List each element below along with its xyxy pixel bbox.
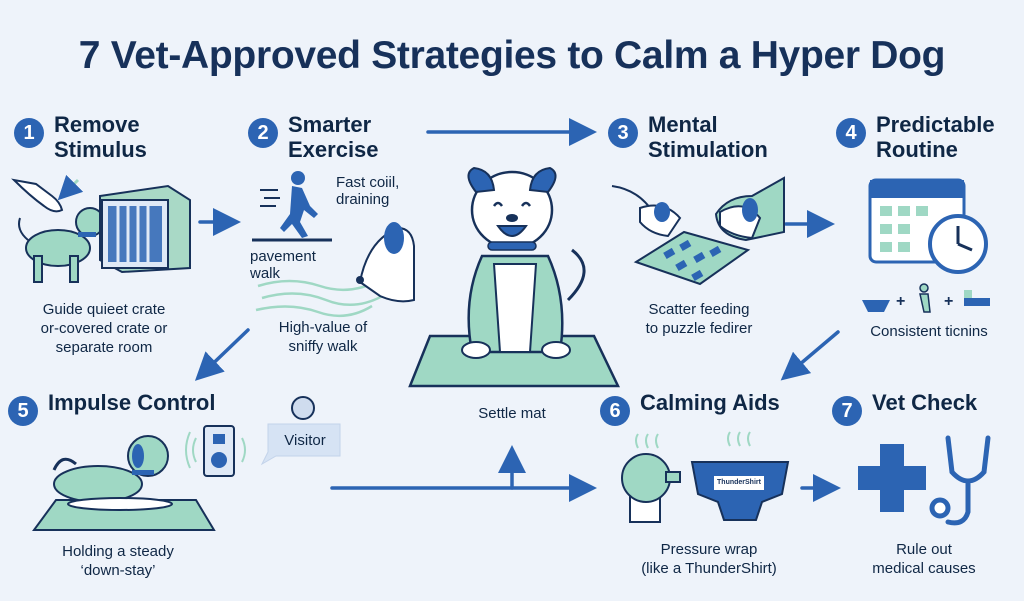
small-arrow-icon	[57, 174, 84, 201]
step-5-badge: 5	[8, 396, 38, 426]
walk-icon	[919, 283, 931, 313]
step-2-header: 2 Smarter Exercise	[248, 112, 379, 162]
step-6-illustration	[621, 431, 790, 523]
step-2-badge: 2	[248, 118, 278, 148]
dog-2-icon	[356, 222, 415, 303]
clock-icon	[928, 214, 988, 274]
step-6-caption: Pressure wrap (like a ThunderShirt)	[641, 541, 777, 577]
step-7-badge: 7	[832, 396, 862, 426]
step-2-caption: High-value of sniffy walk	[278, 319, 368, 355]
step-2-title: Smarter Exercise	[288, 112, 379, 162]
step-2-label-b: pavement walk	[250, 248, 316, 282]
step-4-badge: 4	[836, 118, 866, 148]
step-3-illustration	[611, 176, 785, 286]
scent-lines	[255, 278, 387, 318]
step-2-label-a: Fast coiil, draining	[336, 174, 400, 208]
step-3-badge: 3	[608, 118, 638, 148]
svg-text:+: +	[944, 293, 953, 310]
dog-5-icon	[52, 435, 173, 511]
flow-arrows	[194, 118, 841, 502]
step-5-header: 5 Impulse Control	[8, 390, 215, 426]
svg-text:+: +	[896, 293, 905, 310]
step-1-title: Remove Stimulus	[54, 112, 147, 162]
step-6-title: Calming Aids	[640, 390, 780, 415]
sound-waves-icon	[185, 431, 246, 469]
thundershirt-brand-label: ThunderShirt	[717, 479, 761, 486]
dog-1-icon	[18, 207, 105, 283]
thundershirt-icon	[690, 431, 790, 521]
step-7-illustration	[858, 435, 991, 526]
happy-dog-icon	[461, 166, 586, 359]
step-7-title: Vet Check	[872, 390, 978, 415]
step-5-caption: Holding a steady ‘down-stay’	[62, 543, 174, 579]
step-1-header: 1 Remove Stimulus	[14, 112, 147, 162]
hand-icon	[11, 178, 64, 213]
step-3-header: 3 Mental Stimulation	[608, 112, 768, 162]
visitor-label: Visitor	[284, 432, 326, 449]
arrow-2-to-5	[194, 328, 250, 381]
bed-icon	[964, 290, 990, 306]
center-caption: Settle mat	[478, 405, 546, 422]
visitor-head-icon	[291, 396, 315, 420]
step-5-title: Impulse Control	[48, 390, 216, 415]
stethoscope-icon	[929, 435, 991, 526]
arrow-4-to-6	[780, 330, 840, 381]
step-3-caption: Scatter feeding to puzzle fedirer	[645, 301, 753, 337]
step-2-illustration	[252, 171, 415, 318]
step-4-title: Predictable Routine	[876, 112, 995, 162]
step-3-title: Mental Stimulation	[648, 112, 768, 162]
dog-3b-icon	[714, 176, 785, 242]
visitor-bubble	[260, 423, 341, 466]
crate-icon	[99, 184, 191, 274]
doorbell-icon	[203, 425, 235, 477]
step-5-illustration	[32, 396, 341, 531]
step-1-caption: Guide quieet crate or-covered crate or s…	[40, 301, 168, 356]
bowl-icon	[862, 300, 890, 312]
step-4-header: 4 Predictable Routine	[836, 112, 995, 162]
medical-cross-icon	[858, 444, 926, 512]
step-7-header: 7 Vet Check	[832, 390, 977, 426]
page-title: 7 Vet-Approved Strategies to Calm a Hype…	[78, 34, 946, 77]
step-6-badge: 6	[600, 396, 630, 426]
step-6-header: 6 Calming Aids	[600, 390, 780, 426]
step-7-caption: Rule out medical causes	[872, 541, 976, 577]
step-4-illustration: + +	[862, 178, 990, 313]
puzzle-feeder-icon	[633, 230, 751, 286]
step-1-illustration	[11, 174, 191, 283]
dog-3a-icon	[639, 202, 682, 238]
diffuser-icon	[621, 433, 681, 523]
step-4-caption: Consistent ticnins	[870, 323, 988, 340]
center-illustration	[408, 166, 620, 388]
step-1-badge: 1	[14, 118, 44, 148]
runner-icon	[280, 171, 318, 238]
